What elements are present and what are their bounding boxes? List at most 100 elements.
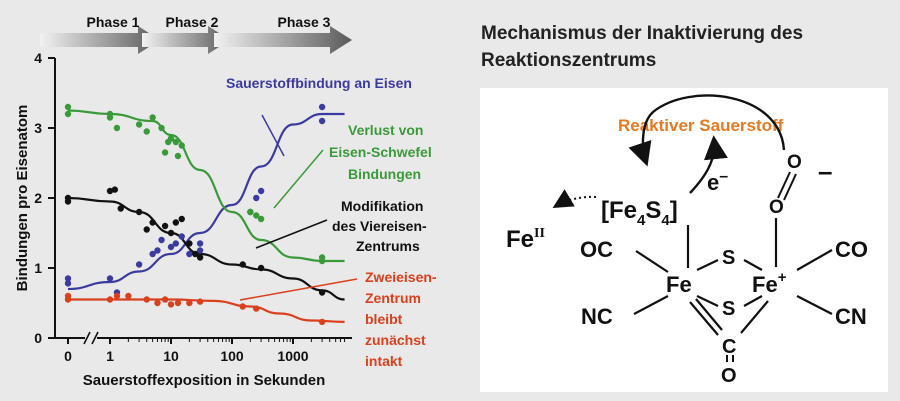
point-oxygen-binding	[196, 240, 204, 247]
curve-diiron	[68, 298, 345, 323]
annotation-diiron-line-5: intakt	[365, 353, 403, 369]
curve-fes-loss	[67, 109, 345, 263]
x-tick-label: 1	[106, 348, 114, 364]
y-tick-label: 4	[34, 50, 42, 66]
point-fes-loss	[158, 124, 165, 132]
point-oxygen-binding	[135, 261, 143, 268]
point-oxygen-binding	[149, 250, 156, 258]
reactive-oxygen-label: Reaktiver Sauerstoff	[618, 116, 784, 135]
curve-oxygen-binding	[67, 112, 345, 291]
point-oxygen-binding	[64, 280, 72, 287]
data-points	[64, 103, 326, 326]
point-modification	[135, 208, 143, 216]
phase-arrows: Phase 1 Phase 2 Phase 3	[40, 14, 352, 54]
point-modification	[196, 254, 204, 261]
point-fes-loss	[161, 149, 169, 156]
annotation-modification-line-3: Zentrums	[356, 238, 420, 254]
phase-arrow-1	[40, 26, 160, 54]
point-oxygen-binding	[318, 103, 326, 111]
point-oxygen-binding	[158, 236, 165, 244]
point-modification	[192, 250, 199, 258]
o-o-bond-2	[783, 173, 797, 201]
point-modification	[161, 222, 169, 230]
bond-oc-fe	[635, 250, 669, 273]
o-o-bond-1	[777, 171, 791, 199]
point-modification	[172, 219, 180, 226]
point-modification	[167, 229, 175, 237]
point-fes-loss	[167, 135, 175, 142]
point-diiron	[239, 303, 246, 310]
point-diiron	[154, 299, 161, 307]
bond-fe-s-top	[696, 259, 719, 271]
annotation-modification-line-1: Modifikation	[341, 198, 423, 214]
point-modification	[106, 187, 114, 195]
curve-modification	[67, 196, 345, 301]
y-tick-label: 1	[34, 260, 42, 276]
point-fes-loss	[178, 142, 185, 149]
phase-arrow-2	[142, 26, 230, 54]
point-modification	[64, 198, 72, 205]
point-oxygen-binding	[178, 233, 185, 240]
oxygen-charge: –	[818, 156, 832, 186]
y-axis-label: Bindungen pro Eisenatom	[14, 105, 31, 292]
bond-fe-co	[796, 249, 833, 271]
phase-1-label: Phase 1	[87, 14, 140, 30]
bond-fe-c-bridge	[689, 301, 719, 336]
electron-transfer-arrow	[689, 135, 728, 194]
point-diiron	[161, 296, 169, 303]
peroxide-o-upper: O	[787, 152, 802, 173]
point-modification	[257, 264, 265, 272]
point-oxygen-binding	[172, 240, 180, 247]
ligand-cn: CN	[835, 304, 867, 329]
x-tick-label: 10	[163, 348, 179, 364]
sulfur-bottom: S	[722, 298, 735, 320]
point-fes-loss	[106, 114, 114, 121]
annotation-fes-loss-leader	[273, 149, 324, 209]
point-diiron	[186, 299, 193, 307]
point-fes-loss	[135, 121, 143, 128]
bond-nc-fe	[633, 295, 669, 315]
annotation-modification-leader	[255, 219, 328, 249]
point-fes-loss	[64, 103, 72, 111]
point-modification	[143, 226, 150, 233]
point-fes-loss	[64, 110, 72, 118]
x-axis	[55, 331, 352, 345]
point-diiron	[318, 318, 326, 326]
point-fes-loss	[174, 152, 182, 160]
peroxide-o-lower: O	[769, 197, 784, 218]
release-dotted-arrow	[552, 189, 597, 209]
sulfur-top: S	[722, 247, 735, 269]
point-diiron	[253, 305, 260, 312]
phase-2-label: Phase 2	[166, 14, 219, 30]
bridge-carbon: C	[722, 336, 736, 358]
bond-s-fe-top	[743, 259, 763, 271]
point-fes-loss	[172, 138, 180, 146]
ligand-oc: OC	[580, 237, 613, 262]
annotation-modification-line-2: des Viereisen-	[332, 218, 427, 234]
y-tick-label: 0	[34, 330, 42, 346]
iron-left: Fe	[666, 272, 692, 297]
fit-curves	[67, 109, 345, 323]
phase-arrow-3	[214, 26, 352, 54]
annotation-oxygen-binding: Sauerstoffbindung an Eisen	[226, 75, 412, 91]
bond-s-fe-bottom	[743, 295, 763, 307]
annotation-diiron-line-3: bleibt	[365, 311, 403, 327]
point-oxygen-binding	[257, 187, 265, 195]
x-tick-label: 1000	[277, 348, 308, 364]
point-diiron	[143, 296, 150, 303]
point-oxygen-binding	[186, 250, 193, 258]
series-annotations: Sauerstoffbindung an Eisen Verlust von E…	[226, 75, 437, 369]
phase-3-label: Phase 3	[278, 14, 331, 30]
point-modification	[186, 240, 193, 247]
bond-fe-c-bridge-2	[695, 298, 723, 331]
x-tick-label: 0	[64, 348, 72, 364]
bond-fe-s-bottom	[696, 295, 719, 307]
point-fes-loss	[149, 114, 156, 121]
annotation-fes-loss-line-3: Bindungen	[348, 166, 421, 182]
point-diiron	[196, 298, 204, 305]
ligand-co: CO	[835, 237, 868, 262]
mechanism-panel: Mechanismus der Inaktivierung des Reakti…	[480, 23, 888, 392]
point-oxygen-binding	[64, 275, 72, 282]
